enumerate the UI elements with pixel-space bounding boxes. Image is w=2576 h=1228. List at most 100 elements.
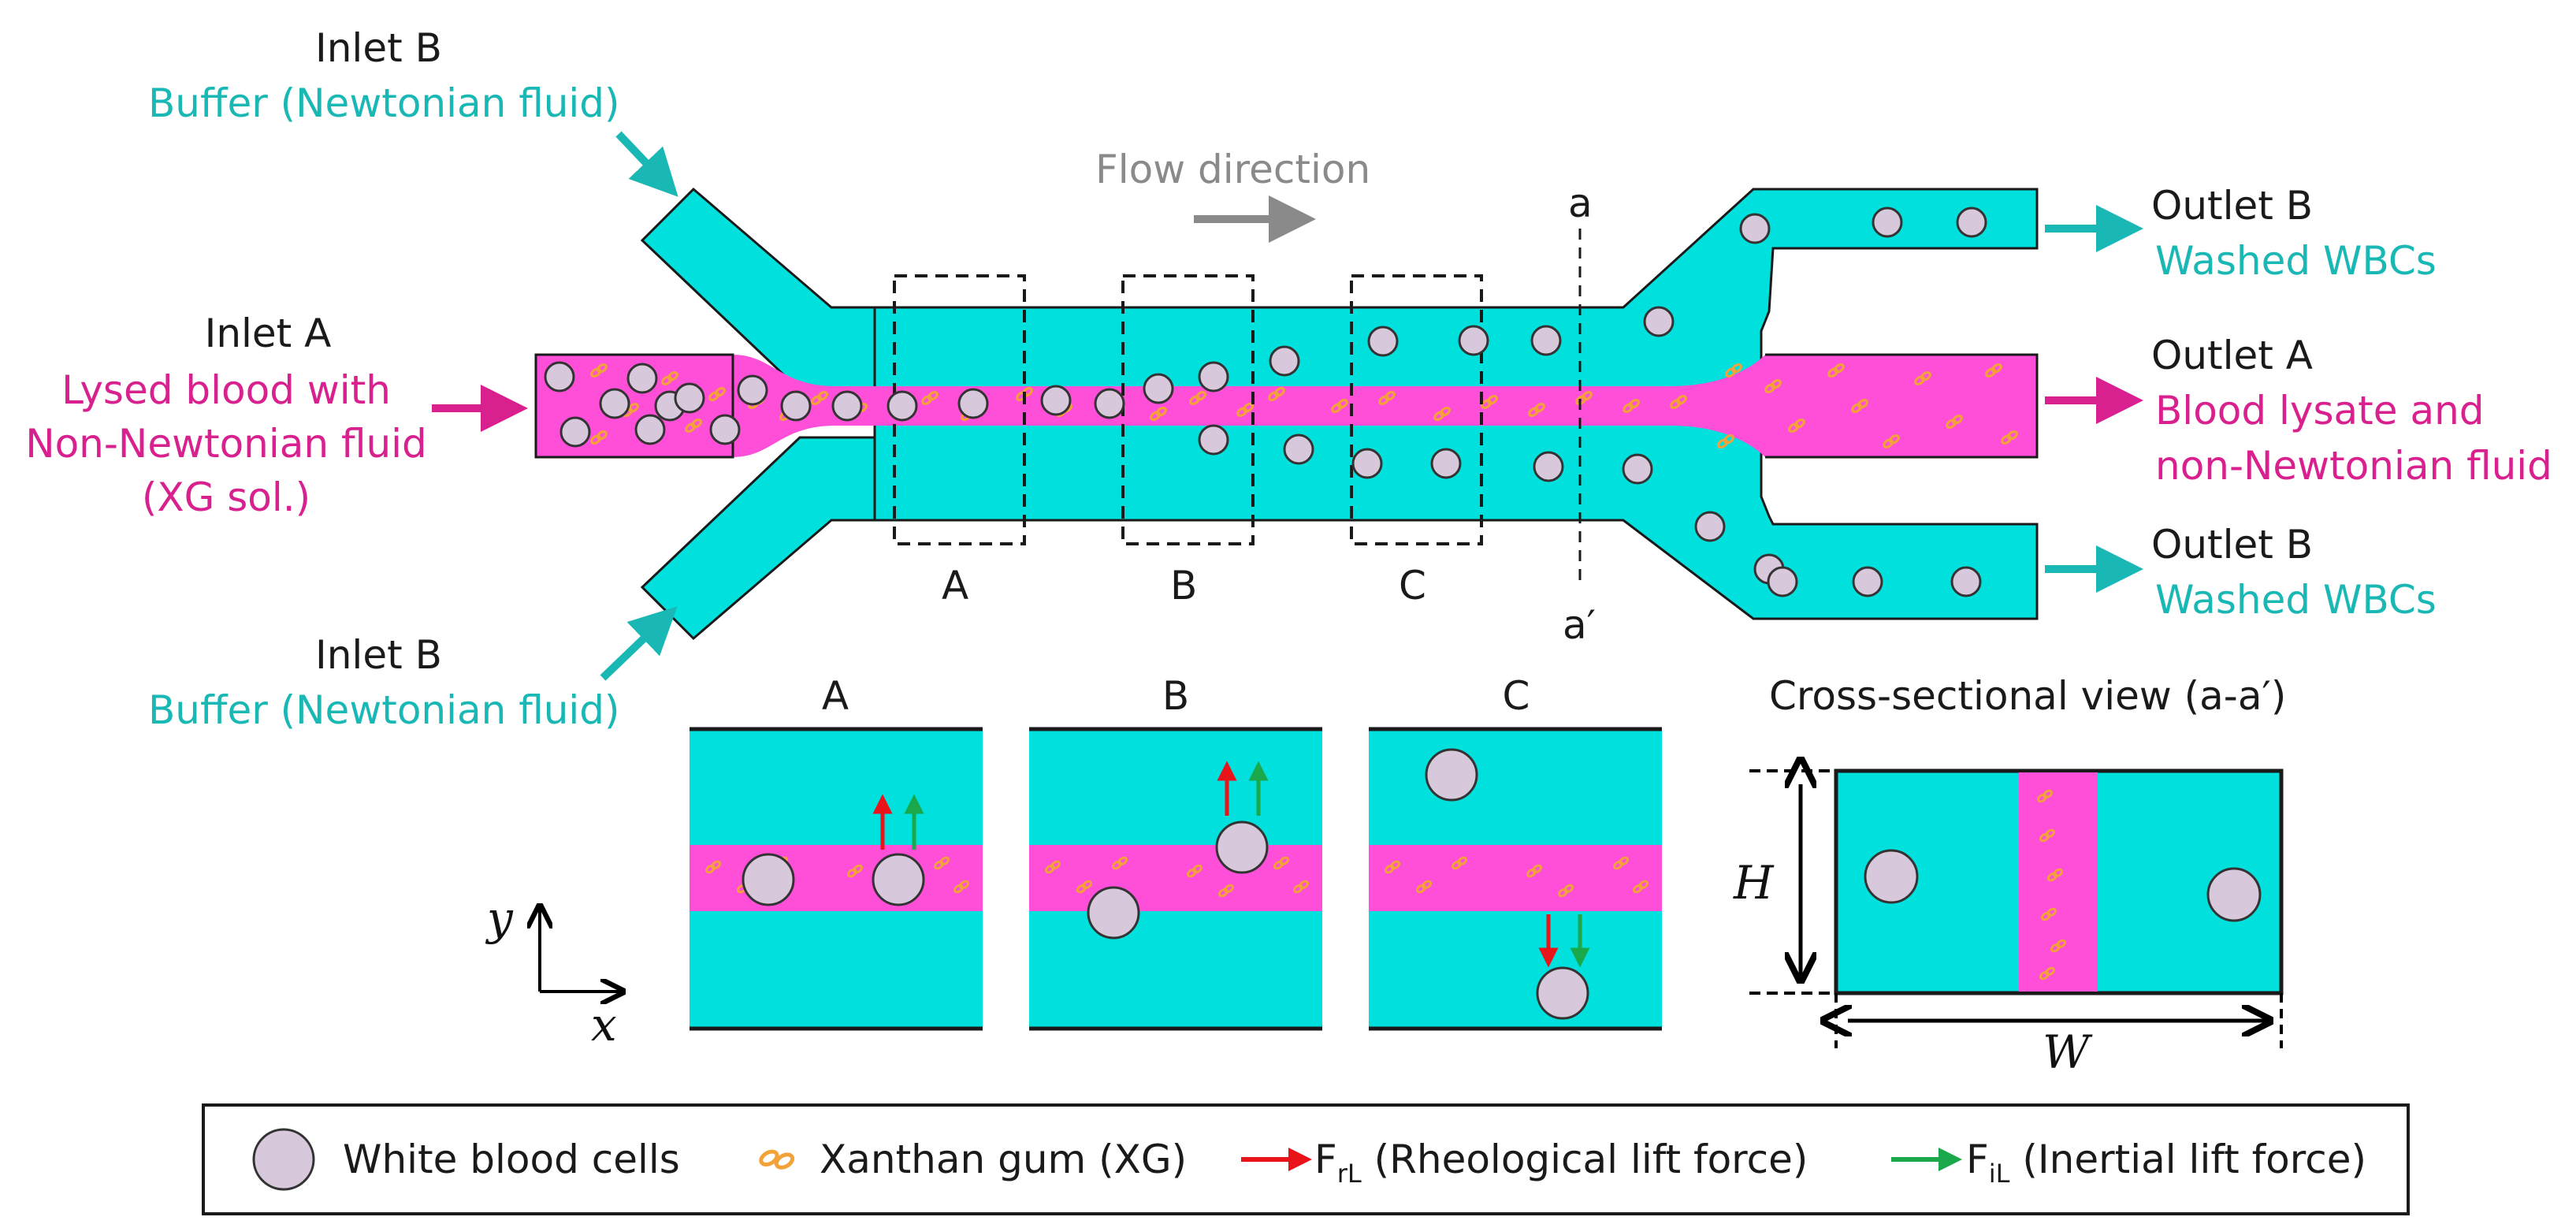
- legend-xg-icon: [759, 1149, 795, 1170]
- xanthan-gum-mark: [1331, 399, 1348, 413]
- xanthan-gum-mark: [1827, 363, 1845, 378]
- white-blood-cell: [1425, 748, 1478, 802]
- white-blood-cell: [709, 414, 741, 445]
- outlet-b-bottom-sub: Washed WBCs: [2155, 577, 2437, 623]
- white-blood-cell: [1215, 821, 1269, 874]
- white-blood-cell: [1458, 325, 1489, 356]
- dim-h-label: H: [1733, 856, 1775, 910]
- xanthan-gum-mark: [1717, 434, 1734, 448]
- legend-fil-subscript: iL: [1989, 1159, 2010, 1189]
- region-label-b: B: [1170, 563, 1197, 608]
- xanthan-gum-mark: [1236, 403, 1254, 417]
- outlet-a-sub2: non-Newtonian fluid: [2155, 443, 2552, 489]
- white-blood-cell: [1430, 448, 1462, 479]
- xanthan-gum-mark: [1670, 395, 1687, 409]
- xanthan-gum-mark: [847, 864, 863, 878]
- xanthan-gum-mark: [1526, 864, 1542, 878]
- white-blood-cell: [1622, 453, 1653, 485]
- axis-x-label: x: [591, 998, 617, 1051]
- legend-wbc-label: White blood cells: [343, 1137, 680, 1182]
- outlet-a-sub1: Blood lysate and: [2155, 388, 2485, 434]
- xanthan-gum-mark: [1528, 403, 1545, 417]
- xanthan-gum-mark: [1385, 860, 1400, 874]
- inlet-b-bottom-arm: [640, 436, 892, 641]
- legend-frl-description: (Rheological lift force): [1362, 1137, 1808, 1182]
- xanthan-gum-mark: [1433, 407, 1451, 421]
- white-blood-cell: [1694, 511, 1726, 542]
- inlet-b-top-sub: Buffer (Newtonian fluid): [148, 80, 620, 126]
- white-blood-cell: [957, 388, 989, 419]
- white-blood-cell: [1198, 361, 1229, 393]
- xanthan-gum-mark: [2041, 907, 2057, 921]
- panel-details: [705, 748, 1649, 1020]
- legend-fil-description: (Inertial lift force): [2009, 1137, 2366, 1182]
- white-blood-cell: [1094, 388, 1125, 419]
- white-blood-cell: [1852, 566, 1883, 597]
- white-blood-cell: [831, 390, 863, 422]
- xanthan-gum-mark: [708, 387, 726, 401]
- axis-y-label: y: [485, 891, 514, 945]
- white-blood-cell: [1040, 385, 1072, 416]
- outlet-a-label: Outlet A: [2151, 333, 2313, 378]
- xanthan-gum-mark: [811, 391, 828, 405]
- white-blood-cell: [1367, 326, 1399, 357]
- xanthan-gum-mark: [1883, 434, 1900, 448]
- white-blood-cell: [674, 382, 705, 414]
- region-label-c: C: [1399, 563, 1426, 608]
- legend-frl-subscript: rL: [1337, 1159, 1362, 1189]
- legend-frl-label: FrL (Rheological lift force): [1314, 1137, 1808, 1189]
- cross-section-details: [1864, 789, 2262, 981]
- inlet-a-sub1: Lysed blood with: [61, 367, 391, 413]
- white-blood-cell: [1950, 566, 1982, 597]
- white-blood-cell: [1536, 966, 1589, 1020]
- panel-b: [1029, 727, 1322, 1031]
- white-blood-cell: [1087, 886, 1140, 940]
- inlet-b-bottom-sub: Buffer (Newtonian fluid): [148, 687, 620, 733]
- white-blood-cell: [1643, 306, 1675, 337]
- section-label-a: a: [1568, 180, 1593, 226]
- inlet-b-bottom-label: Inlet B: [315, 632, 442, 678]
- xanthan-gum-mark: [2001, 430, 2018, 445]
- white-blood-cell: [1351, 448, 1383, 479]
- white-blood-cell: [626, 363, 658, 394]
- xanthan-gum-mark: [1189, 391, 1206, 405]
- xanthan-gum-mark: [1045, 860, 1061, 874]
- xanthan-gum-mark: [953, 880, 969, 894]
- white-blood-cell: [559, 416, 591, 448]
- legend-frl-symbol: F: [1314, 1137, 1337, 1182]
- outlet-b-top-label: Outlet B: [2151, 183, 2313, 229]
- xanthan-gum-mark: [2050, 939, 2066, 953]
- xanthan-gum-mark: [934, 856, 950, 870]
- inlet-a-label: Inlet A: [205, 311, 332, 356]
- xanthan-gum-mark: [1788, 419, 1805, 433]
- inlet-a-sub2: Non-Newtonian fluid: [25, 421, 427, 467]
- xanthan-gum-mark: [1481, 395, 1498, 409]
- inlet-a-sub3: (XG sol.): [142, 474, 310, 520]
- xanthan-gum-mark: [1764, 379, 1782, 393]
- xanthan-gum-mark: [1558, 884, 1574, 898]
- xanthan-gum-mark: [1268, 387, 1285, 401]
- panel-title-a: A: [822, 673, 849, 719]
- legend-wbc-icon: [252, 1128, 315, 1191]
- xanthan-gum-mark: [590, 363, 608, 378]
- white-blood-cell: [634, 414, 666, 445]
- region-label-a: A: [942, 563, 968, 608]
- xanthan-gum-mark: [2047, 868, 2063, 882]
- xanthan-gum-mark: [1378, 391, 1396, 405]
- white-blood-cell: [599, 388, 630, 419]
- xanthan-gum-mark: [1293, 880, 1309, 894]
- cross-section-title: Cross-sectional view (a-a′): [1769, 673, 2286, 719]
- white-blood-cell: [1767, 566, 1798, 597]
- xanthan-gum-mark: [921, 391, 939, 405]
- legend-fil-label: FiL (Inertial lift force): [1966, 1137, 2366, 1189]
- white-blood-cell: [780, 390, 812, 422]
- legend: White blood cells Xanthan gum (XG) FrL (…: [202, 1103, 2410, 1215]
- inlet-b-bottom-arrow: [600, 606, 678, 681]
- inlet-b-top-arrow: [615, 131, 678, 197]
- xanthan-gum-mark: [1273, 856, 1289, 870]
- main-channel: [534, 187, 2039, 641]
- section-label-a-prime: a′: [1563, 602, 1596, 648]
- xanthan-gum-mark: [1633, 880, 1649, 894]
- xanthan-gum-mark: [705, 860, 721, 874]
- blood-core-stream: [536, 355, 2037, 457]
